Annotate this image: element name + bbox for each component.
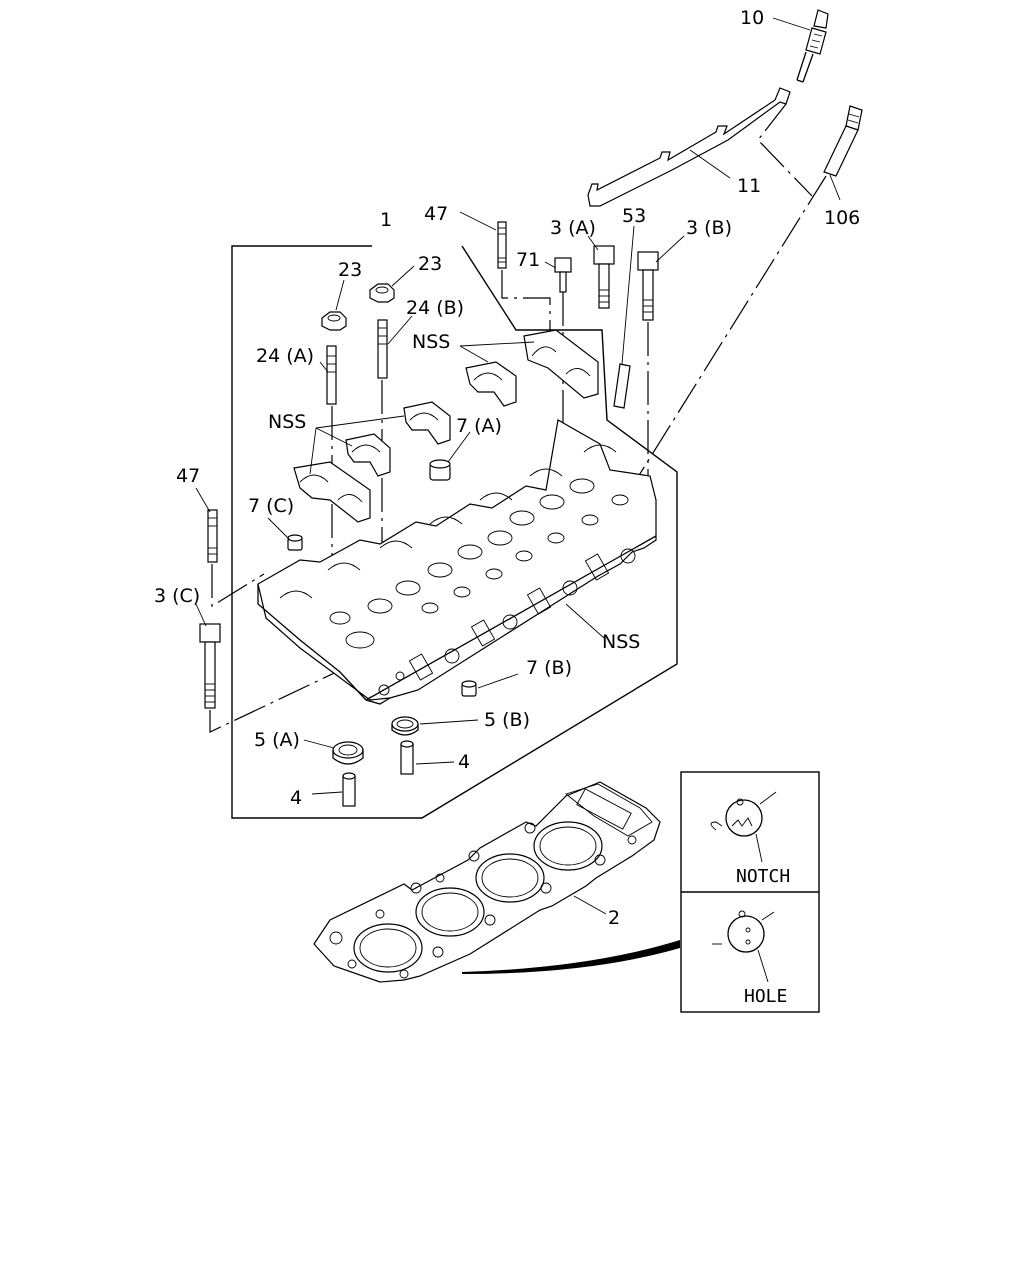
label-7c: 7 (C): [248, 495, 294, 517]
plug-7a: [429, 459, 451, 481]
cylinder-head: [257, 419, 657, 705]
label-53: 53: [622, 205, 646, 227]
hole-detail-icon: [712, 910, 775, 983]
detail-pointer: [462, 940, 680, 974]
assembly-line-47: [501, 270, 551, 330]
label-7b: 7 (B): [526, 657, 572, 679]
label-nss-top: NSS: [412, 331, 450, 353]
nut-23-left: [321, 311, 347, 331]
bearing-cap-top-left: [465, 361, 517, 407]
leader-24b: [387, 315, 413, 345]
leader-5a: [303, 739, 335, 749]
label-3b: 3 (B): [686, 217, 732, 239]
leader-nss-right: [565, 603, 605, 639]
cylinder-head-group-frame: [231, 245, 678, 819]
label-24a: 24 (A): [256, 345, 314, 367]
bearing-cap-mid: [403, 401, 451, 445]
leader-23-left: [335, 279, 345, 311]
leader-nss-top-a: [459, 345, 489, 363]
label-3c: 3 (C): [154, 585, 200, 607]
label-1: 1: [380, 209, 392, 231]
bearing-cap-top-right: [523, 329, 599, 399]
label-106: 106: [824, 207, 860, 229]
leader-nss-left-c: [309, 427, 317, 475]
label-4-right: 4: [458, 751, 470, 773]
leader-3a: [587, 235, 599, 251]
injector: [823, 105, 863, 177]
stud-24a: [326, 345, 337, 405]
leader-53: [621, 225, 635, 365]
notch-detail-icon: [710, 791, 777, 863]
label-5a: 5 (A): [254, 729, 300, 751]
stud-47-left: [207, 509, 218, 563]
connector-bar: [587, 87, 791, 207]
bearing-cap-left-upper: [345, 433, 391, 477]
leader-nss-top-b: [459, 341, 535, 347]
head-bolt-3a: [593, 245, 615, 309]
seal-5b: [391, 716, 419, 736]
leader-4-left: [311, 791, 343, 795]
label-nss-left: NSS: [268, 411, 306, 433]
label-nss-right: NSS: [602, 631, 640, 653]
label-11: 11: [737, 175, 761, 197]
assembly-line-47-left: [211, 564, 265, 608]
leader-24a: [319, 361, 329, 373]
head-bolt-3c: [199, 623, 221, 709]
stud-24b: [377, 319, 388, 379]
glow-plug: [796, 9, 829, 83]
label-47-top: 47: [424, 203, 448, 225]
bolt-71: [554, 257, 572, 293]
leader-47-left: [195, 487, 211, 513]
leader-11: [689, 149, 731, 179]
seal-5a: [332, 741, 364, 765]
leader-3c: [195, 603, 207, 627]
label-4-left: 4: [290, 787, 302, 809]
stud-47-top: [497, 221, 507, 269]
head-gasket: [313, 781, 661, 983]
plug-7b: [461, 680, 477, 697]
label-3a: 3 (A): [550, 217, 596, 239]
leader-nss-left-b: [315, 427, 353, 447]
assembly-line-bar: [757, 103, 813, 197]
assembly-line-injector: [607, 175, 827, 526]
plug-7c: [287, 534, 303, 551]
label-24b: 24 (B): [406, 297, 464, 319]
label-5b: 5 (B): [484, 709, 530, 731]
leader-5b: [419, 719, 479, 725]
leader-106: [829, 174, 841, 201]
stud-53: [613, 363, 631, 409]
detail-inset: [680, 771, 820, 1013]
label-23-left: 23: [338, 259, 362, 281]
leader-7a: [447, 431, 471, 463]
dowel-4-left: [342, 772, 356, 807]
bearing-cap-left-lower: [293, 461, 371, 523]
label-notch: NOTCH: [736, 866, 790, 887]
label-23-right: 23: [418, 253, 442, 275]
leader-4-right: [415, 761, 455, 765]
leader-7b: [477, 673, 519, 689]
leader-10: [772, 17, 811, 31]
leader-3b: [655, 235, 685, 263]
leader-2: [573, 895, 607, 915]
label-47-left: 47: [176, 465, 200, 487]
leader-7c: [267, 517, 291, 541]
nut-23-right: [369, 283, 395, 303]
label-7a: 7 (A): [456, 415, 502, 437]
leader-23-right: [391, 265, 415, 287]
leader-47-top: [459, 211, 497, 231]
label-2: 2: [608, 907, 620, 929]
label-10: 10: [740, 7, 764, 29]
label-71: 71: [516, 249, 540, 271]
head-bolt-3b: [637, 251, 659, 321]
leader-71: [544, 261, 557, 269]
label-hole: HOLE: [744, 986, 787, 1007]
dowel-4-right: [400, 740, 414, 775]
leader-nss-left-a: [315, 415, 405, 429]
